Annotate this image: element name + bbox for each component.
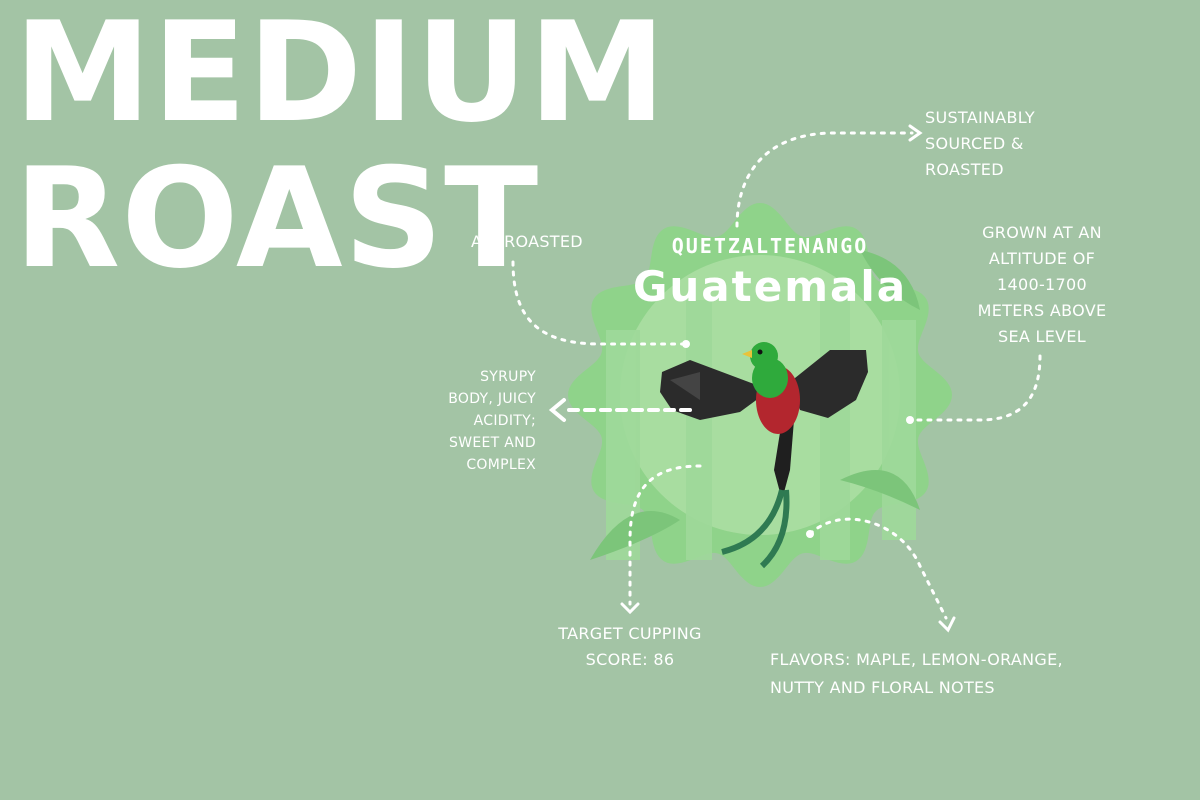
quetzal-bird-icon — [660, 342, 868, 569]
connector-score — [628, 464, 702, 606]
badge-country: Guatemala — [632, 262, 908, 311]
connector-air-roasted — [511, 260, 688, 346]
callout-altitude: GROWN AT AN ALTITUDE OF 1400-1700 METERS… — [977, 223, 1107, 346]
arrow-head-icon — [908, 124, 923, 142]
page-title: MEDIUM ROAST — [14, 0, 667, 292]
title-line-roast: ROAST — [14, 138, 540, 299]
arrow-head-icon — [938, 616, 956, 633]
connector-dots — [682, 340, 914, 538]
connectors — [511, 131, 1042, 620]
badge-region: QUETZALTENANGO — [671, 234, 869, 258]
title-line-medium: MEDIUM — [14, 0, 667, 153]
callout-air-roasted: AIR ROASTED — [471, 232, 583, 251]
anchor-dot-icon — [806, 530, 814, 538]
connector-sustainably — [735, 131, 914, 228]
arrow-head-icon — [620, 602, 640, 615]
jungle-leaves-icon — [590, 250, 920, 560]
anchor-dot-icon — [682, 340, 690, 348]
callout-cupping-score: TARGET CUPPING SCORE: 86 — [558, 624, 702, 669]
arrow-head-icon — [548, 398, 566, 422]
anchor-dot-icon — [906, 416, 914, 424]
callout-sustainably: SUSTAINABLY SOURCED & ROASTED — [925, 108, 1035, 179]
connector-markers — [548, 124, 956, 633]
callout-flavors: FLAVORS: MAPLE, LEMON-ORANGE, NUTTY AND … — [770, 650, 1063, 697]
callout-body: SYRUPY BODY, JUICY ACIDITY; SWEET AND CO… — [448, 369, 536, 473]
